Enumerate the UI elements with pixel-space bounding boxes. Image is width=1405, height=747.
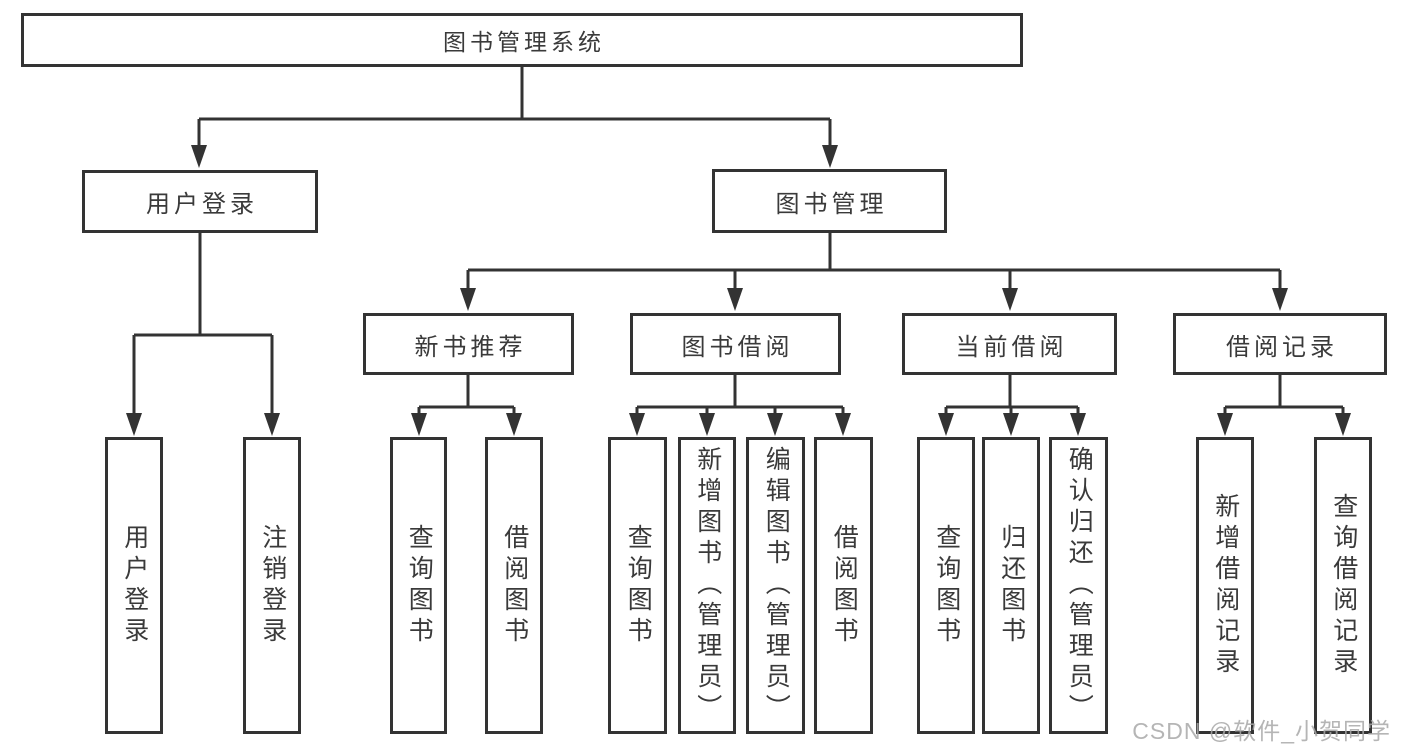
node-label: 新书推荐 bbox=[414, 333, 527, 361]
leaf-label: 新增图书（管理员） bbox=[693, 446, 722, 725]
leaf-query-books-newbook: 查询图书 bbox=[390, 437, 447, 734]
leaf-borrow-books-newbook: 借阅图书 bbox=[485, 437, 543, 734]
node-book-management: 图书管理 bbox=[712, 169, 947, 233]
node-label: 图书借阅 bbox=[681, 333, 794, 361]
leaf-label: 查询图书 bbox=[624, 523, 653, 648]
leaf-query-books-current: 查询图书 bbox=[917, 437, 975, 734]
node-label: 图书管理系统 bbox=[443, 29, 605, 55]
leaf-label: 查询图书 bbox=[932, 523, 961, 648]
node-book-borrowing: 图书借阅 bbox=[630, 313, 841, 375]
leaf-label: 归还图书 bbox=[997, 523, 1026, 648]
node-label: 用户登录 bbox=[146, 191, 258, 218]
leaf-user-login: 用户登录 bbox=[105, 437, 163, 734]
current-borrow-connector bbox=[938, 375, 1086, 436]
leaf-label: 注销登录 bbox=[258, 523, 287, 648]
leaf-return-book: 归还图书 bbox=[982, 437, 1040, 734]
leaf-logout: 注销登录 bbox=[243, 437, 301, 734]
user-login-connector bbox=[126, 233, 280, 436]
leaf-confirm-return-admin: 确认归还（管理员） bbox=[1049, 437, 1108, 734]
leaf-borrow-books-borrow: 借阅图书 bbox=[814, 437, 873, 734]
leaf-label: 用户登录 bbox=[120, 523, 149, 648]
leaf-add-book-admin: 新增图书（管理员） bbox=[678, 437, 736, 734]
leaf-query-books-borrow: 查询图书 bbox=[608, 437, 667, 734]
leaf-label: 借阅图书 bbox=[830, 523, 859, 648]
csdn-watermark: CSDN @软件_小贺同学 bbox=[1132, 718, 1391, 744]
leaf-query-borrow-record: 查询借阅记录 bbox=[1314, 437, 1372, 734]
node-library-management-system: 图书管理系统 bbox=[21, 13, 1023, 67]
node-new-book-recommend: 新书推荐 bbox=[363, 313, 574, 375]
leaf-add-borrow-record: 新增借阅记录 bbox=[1196, 437, 1254, 734]
node-label: 图书管理 bbox=[775, 190, 888, 218]
node-label: 当前借阅 bbox=[955, 333, 1068, 361]
book-borrow-connector bbox=[629, 375, 851, 436]
node-borrowing-records: 借阅记录 bbox=[1173, 313, 1387, 375]
leaf-label: 确认归还（管理员） bbox=[1065, 446, 1094, 725]
node-user-login: 用户登录 bbox=[82, 170, 318, 233]
leaf-label: 查询借阅记录 bbox=[1329, 492, 1358, 679]
leaf-label: 新增借阅记录 bbox=[1211, 492, 1240, 679]
borrow-record-connector bbox=[1217, 375, 1351, 436]
node-label: 借阅记录 bbox=[1226, 333, 1338, 361]
leaf-label: 借阅图书 bbox=[500, 523, 529, 648]
leaf-edit-book-admin: 编辑图书（管理员） bbox=[746, 437, 805, 734]
book-management-connector bbox=[460, 232, 1288, 311]
root-connector bbox=[191, 67, 838, 168]
node-current-borrowing: 当前借阅 bbox=[902, 313, 1117, 375]
leaf-label: 编辑图书（管理员） bbox=[762, 446, 791, 725]
new-book-connector bbox=[411, 375, 522, 436]
leaf-label: 查询图书 bbox=[405, 523, 434, 648]
